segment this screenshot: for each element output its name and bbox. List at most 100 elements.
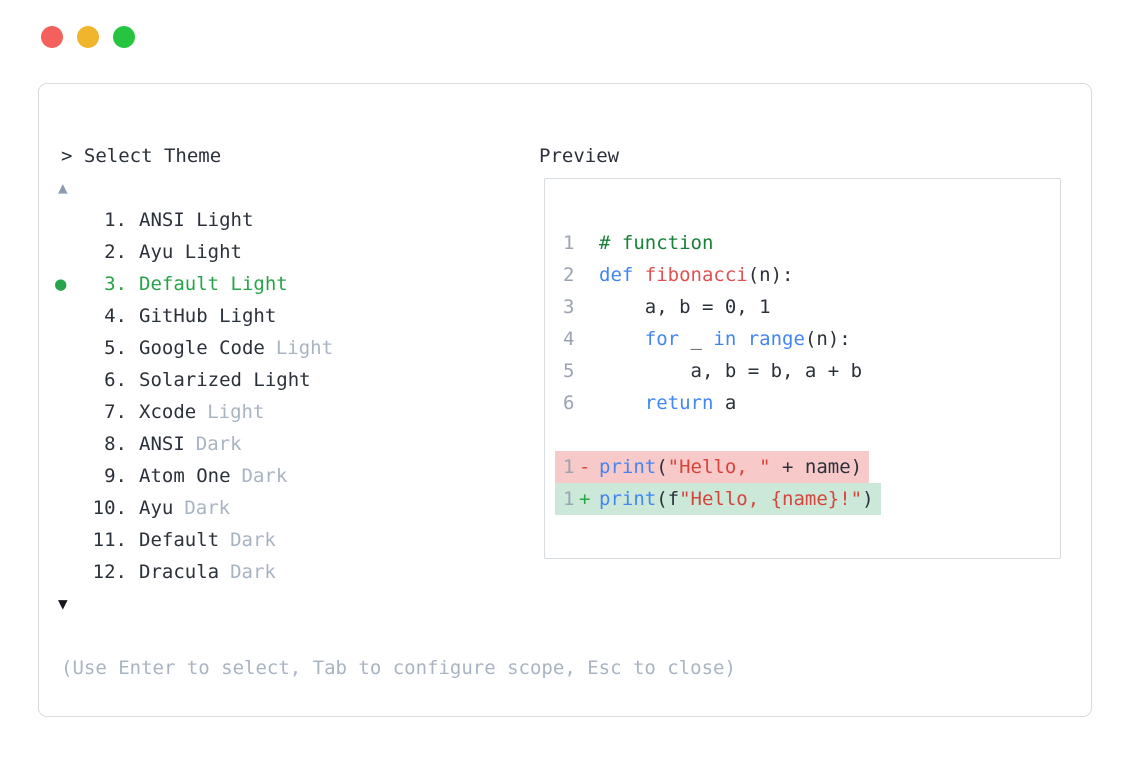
- keyword-token: for: [644, 328, 691, 350]
- line-number: 6: [563, 392, 575, 414]
- triangle-up-icon: ▲: [58, 178, 68, 197]
- plain-token: a, b = 0, 1: [599, 296, 771, 318]
- theme-item-solarized-light[interactable]: 6. Solarized Light: [53, 364, 736, 396]
- code-line: 1# function: [563, 227, 881, 259]
- line-number: 2: [563, 264, 575, 286]
- blank-line: [563, 419, 881, 451]
- item-name: Atom One: [139, 465, 231, 487]
- theme-item-default-light[interactable]: ● 3. Default Light: [53, 268, 736, 300]
- plain-token: (f: [656, 488, 680, 510]
- item-number: 5.: [104, 337, 127, 359]
- item-name: ANSI Light: [139, 209, 254, 231]
- item-number: 4.: [104, 305, 127, 327]
- theme-item-ayu-light[interactable]: 2. Ayu Light: [53, 236, 736, 268]
- code-line: 3 a, b = 0, 1: [563, 291, 881, 323]
- item-variant: Dark: [230, 529, 276, 551]
- line-number: 5: [563, 360, 575, 382]
- plain-token: _: [690, 328, 714, 350]
- line-number: 3: [563, 296, 575, 318]
- string-token: "Hello, {name}!": [679, 488, 863, 510]
- function-token: fibonacci: [644, 264, 748, 286]
- item-name: Google Code: [139, 337, 265, 359]
- theme-item-ansi-light[interactable]: 1. ANSI Light: [53, 204, 736, 236]
- scroll-up-indicator[interactable]: ▲: [53, 172, 736, 204]
- theme-item-dracula-dark[interactable]: 12. Dracula Dark: [53, 556, 736, 588]
- item-name: Solarized Light: [139, 369, 311, 391]
- function-call-token: print: [599, 488, 657, 510]
- keyword-token: def: [599, 264, 645, 286]
- item-name: Ayu: [139, 497, 174, 519]
- item-name: Dracula: [139, 561, 220, 583]
- function-call-token: print: [599, 456, 657, 478]
- theme-item-ansi-dark[interactable]: 8. ANSI Dark: [53, 428, 736, 460]
- minimize-button[interactable]: [77, 26, 99, 48]
- theme-item-github-light[interactable]: 4. GitHub Light: [53, 300, 736, 332]
- plain-token: (n):: [747, 264, 794, 286]
- item-number: 11.: [92, 529, 127, 551]
- plain-token: (n):: [804, 328, 851, 350]
- diff-minus-icon: -: [579, 456, 591, 478]
- keyboard-help-text: (Use Enter to select, Tab to configure s…: [61, 657, 736, 679]
- item-number: 7.: [104, 401, 127, 423]
- item-number: 8.: [104, 433, 127, 455]
- code-line: 6 return a: [563, 387, 881, 419]
- item-number: 10.: [92, 497, 127, 519]
- plain-token: ): [862, 488, 874, 510]
- preview-label: Preview: [539, 145, 620, 167]
- select-theme-prompt: > Select Theme: [53, 140, 736, 172]
- item-variant: Dark: [230, 561, 276, 583]
- diff-added-row: 1+print(f"Hello, {name}!"): [555, 483, 881, 515]
- plain-token: a: [713, 392, 737, 414]
- theme-item-atom-one-dark[interactable]: 9. Atom One Dark: [53, 460, 736, 492]
- code-line: 4 for _ in range(n):: [563, 323, 881, 355]
- plain-token: + name): [770, 456, 863, 478]
- theme-item-google-code[interactable]: 5. Google Code Light: [53, 332, 736, 364]
- item-number: 9.: [104, 465, 127, 487]
- item-variant: Dark: [195, 433, 242, 455]
- close-button[interactable]: [41, 26, 63, 48]
- window-controls: [41, 26, 135, 48]
- comment-token: # function: [599, 232, 714, 254]
- item-variant: Dark: [184, 497, 231, 519]
- keyword-token: in range: [713, 328, 805, 350]
- plain-token: [599, 328, 645, 350]
- line-number: 1: [563, 456, 575, 478]
- item-number: 2.: [104, 241, 127, 263]
- item-name: Default Light: [139, 273, 288, 295]
- item-name: ANSI: [139, 433, 185, 455]
- item-name: Ayu Light: [139, 241, 242, 263]
- item-variant: Light: [275, 337, 334, 359]
- line-number: 4: [563, 328, 575, 350]
- code-line: 2 def fibonacci(n):: [563, 259, 881, 291]
- diff-removed-row: 1-print("Hello, " + name): [555, 451, 881, 483]
- item-number: 3.: [104, 273, 127, 295]
- selected-dot-icon: ●: [55, 273, 67, 295]
- diff-removed-line: 1-print("Hello, " + name): [555, 451, 870, 483]
- prompt-text: > Select Theme: [61, 145, 222, 167]
- string-token: "Hello, ": [667, 456, 771, 478]
- spacer-row: [53, 620, 736, 652]
- scroll-down-indicator[interactable]: ▼: [53, 588, 736, 620]
- theme-picker-panel: > Select Theme ▲ 1. ANSI Light 2. Ayu Ligh…: [38, 83, 1092, 717]
- plain-token: a, b = b, a + b: [599, 360, 863, 382]
- theme-item-ayu-dark[interactable]: 10. Ayu Dark: [53, 492, 736, 524]
- item-number: 1.: [104, 209, 127, 231]
- plain-token: [599, 392, 645, 414]
- triangle-down-icon: ▼: [58, 594, 68, 613]
- item-number: 12.: [92, 561, 127, 583]
- maximize-button[interactable]: [113, 26, 135, 48]
- diff-added-line: 1+print(f"Hello, {name}!"): [555, 483, 881, 515]
- item-number: 6.: [104, 369, 127, 391]
- code-line: 5 a, b = b, a + b: [563, 355, 881, 387]
- plain-token: (: [656, 456, 668, 478]
- item-variant: Dark: [241, 465, 288, 487]
- item-name: GitHub Light: [139, 305, 277, 327]
- theme-list: > Select Theme ▲ 1. ANSI Light 2. Ayu Ligh…: [53, 140, 736, 684]
- item-variant: Light: [207, 401, 265, 423]
- diff-plus-icon: +: [579, 488, 591, 510]
